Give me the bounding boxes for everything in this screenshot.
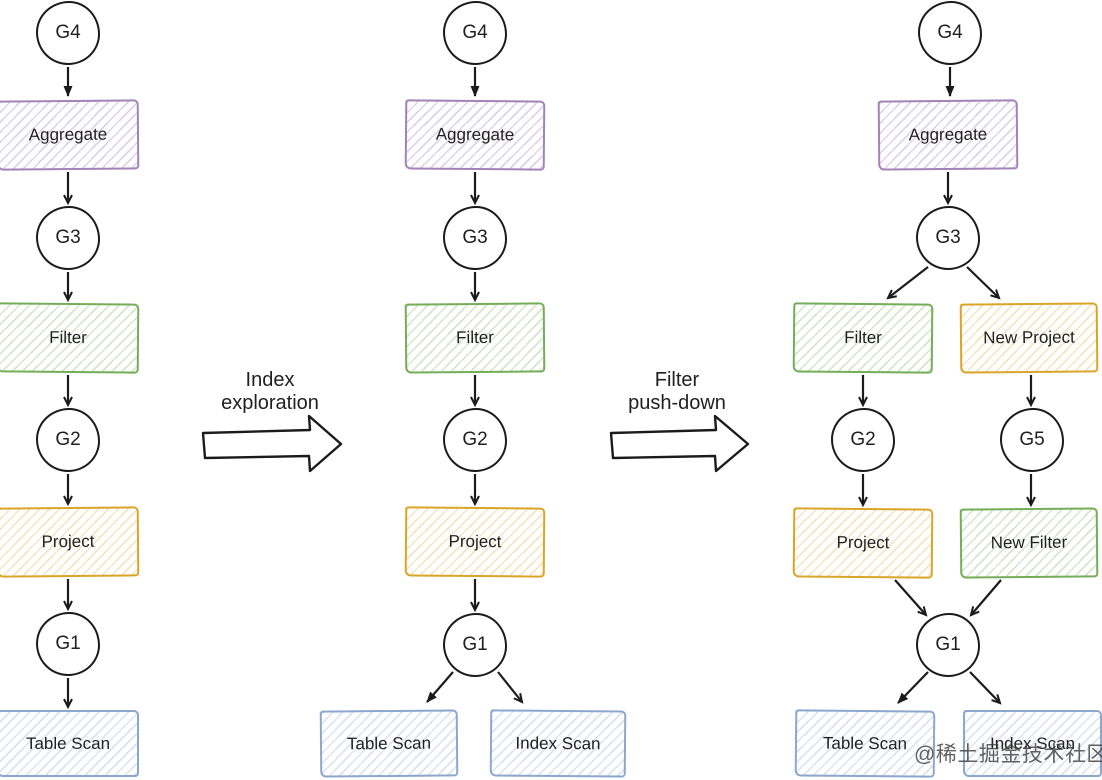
edge-fp-project-g1	[894, 579, 928, 617]
operator-node-new-filter: New Filter	[959, 507, 1099, 579]
index-exploration-arrow-icon	[201, 414, 343, 473]
operator-node-aggregate: Aggregate	[877, 99, 1019, 171]
edge-fp-g1-indexscan	[969, 671, 1002, 705]
group-node-g3: G3	[443, 206, 507, 270]
group-node-g4: G4	[918, 1, 982, 65]
operator-node-table-scan: Table Scan	[319, 709, 459, 778]
operator-node-aggregate: Aggregate	[404, 99, 546, 171]
group-node-g3: G3	[916, 206, 980, 270]
group-node-g1: G1	[443, 613, 507, 677]
group-node-g3: G3	[36, 206, 100, 270]
operator-node-table-scan: Table Scan	[0, 710, 139, 777]
operator-node-filter: Filter	[0, 302, 140, 374]
operator-node-project: Project	[792, 507, 934, 579]
index-exploration-label: Index exploration	[185, 369, 355, 415]
operator-node-aggregate: Aggregate	[0, 99, 140, 171]
watermark: @稀土掘金技术社区	[914, 743, 1102, 766]
edge-fp-g3-newproject	[966, 266, 1001, 300]
group-node-g5: G5	[1000, 408, 1064, 472]
index-exploration-label-line2: exploration	[221, 392, 319, 414]
edge-ie-g1-tablescan	[426, 671, 454, 703]
group-node-g2: G2	[36, 408, 100, 472]
group-node-g2: G2	[831, 408, 895, 472]
operator-node-project: Project	[404, 506, 546, 578]
edge-fp-newfilter-g1	[969, 579, 1002, 617]
operator-node-new-project: New Project	[959, 302, 1099, 374]
group-node-g1: G1	[36, 612, 100, 676]
filter-pushdown-label-line1: Filter	[654, 369, 700, 391]
operator-node-index-scan: Index Scan	[489, 709, 627, 778]
operator-node-filter: Filter	[792, 302, 934, 374]
edge-ie-g1-indexscan	[497, 671, 524, 704]
group-node-g4: G4	[36, 1, 100, 65]
operator-node-index-scan: Index Scan	[963, 710, 1102, 777]
index-exploration-label-line1: Index	[245, 369, 295, 391]
edge-fp-g1-tablescan	[897, 671, 929, 704]
operator-node-filter: Filter	[404, 302, 546, 374]
filter-pushdown-label: Filter push-down	[592, 369, 762, 415]
operator-node-project: Project	[0, 506, 140, 578]
filter-pushdown-arrow-icon	[609, 414, 750, 473]
group-node-g1: G1	[916, 613, 980, 677]
filter-pushdown-label-line2: push-down	[628, 392, 726, 414]
group-node-g4: G4	[443, 1, 507, 65]
group-node-g2: G2	[443, 408, 507, 472]
edge-fp-g3-filter	[886, 266, 929, 300]
